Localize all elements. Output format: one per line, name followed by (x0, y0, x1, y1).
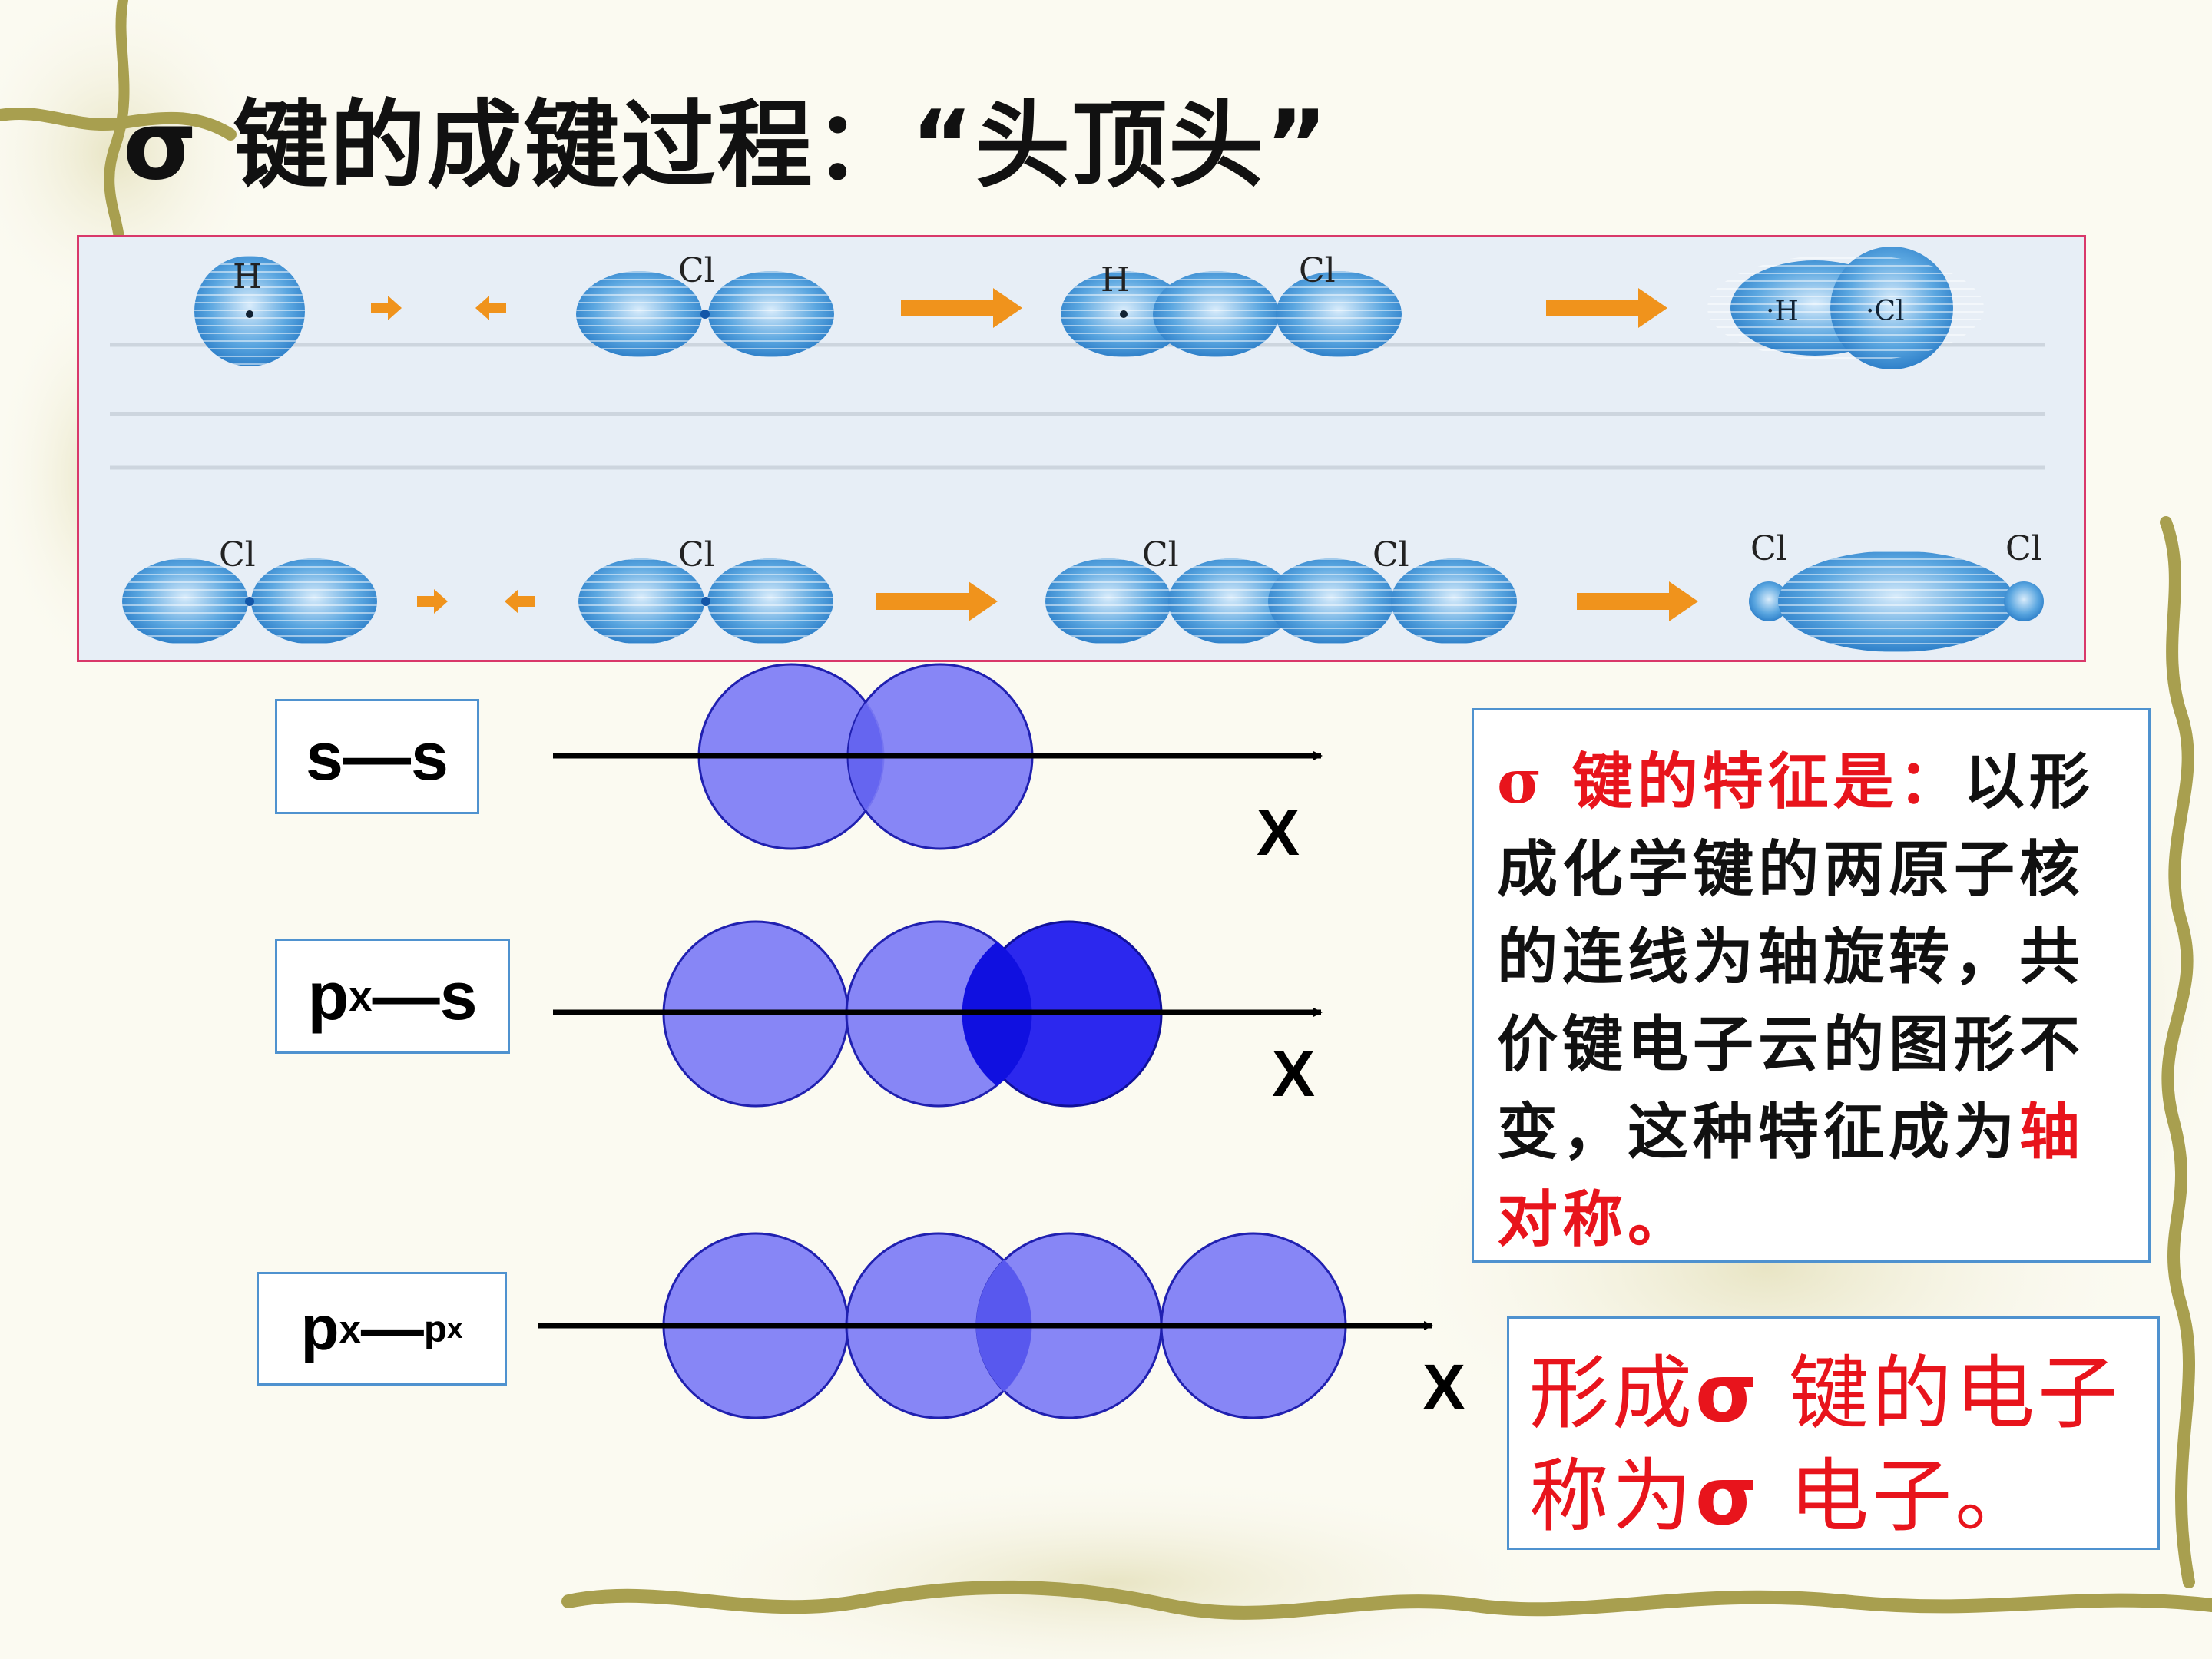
orbital-subscript: x (339, 1306, 361, 1351)
characteristic-end: 。 (1628, 1184, 1693, 1255)
orbital-symbol: s (411, 718, 449, 794)
sigma-electron-note-box: 形成σ 键的电子 称为σ 电子。 (1507, 1316, 2160, 1550)
characteristic-highlight: 轴对称 (1497, 1096, 2085, 1255)
bond-dash: — (343, 718, 411, 794)
orbital-symbol: p (307, 958, 349, 1034)
x-axis-label: X (1422, 1351, 1466, 1423)
label-s-s: s—s (275, 699, 479, 814)
orbital-subscript: x (446, 1313, 463, 1344)
h-cl-overlap-orbital (1061, 271, 1402, 357)
orbital-symbol: s (306, 718, 343, 794)
atom-label-cl: Cl (678, 535, 715, 575)
note-text: 称为 (1529, 1449, 1696, 1543)
atom-label-h: H (1101, 260, 1130, 300)
atom-label-cl: Cl (1373, 535, 1409, 575)
note-text: 键的电子 (1760, 1346, 2121, 1440)
note-text: 电子。 (1760, 1449, 2038, 1543)
atom-label-cl: Cl (678, 251, 715, 290)
orbital-subscript: x (349, 972, 373, 1020)
note-text: 形成 (1529, 1346, 1696, 1440)
bond-dash: — (372, 958, 440, 1034)
atom-label-cl: Cl (219, 535, 256, 575)
note-line-1: 形成σ 键的电子 (1529, 1342, 2142, 1445)
orbital-symbol: p (300, 1293, 339, 1363)
atom-label-cl: Cl (1142, 535, 1179, 575)
atom-label-cl: Cl (1299, 251, 1336, 290)
atom-label-cl: Cl (2005, 529, 2042, 568)
hcl-molecule-orbital (1707, 247, 1984, 369)
characteristic-lead: σ 键的特征是： (1497, 746, 1964, 817)
cl-p-orbital (122, 558, 377, 644)
x-axis-label: X (1257, 796, 1300, 869)
orbital-symbol: s (439, 958, 478, 1034)
bond-dash: — (360, 1293, 424, 1363)
bond-formation-figure: H Cl H Cl ·H ·Cl Cl Cl Cl Cl Cl Cl (77, 235, 2086, 662)
sigma-bond-characteristic-box: σ 键的特征是：以形成化学键的两原子核的连线为轴旋转，共价键电子云的图形不变，这… (1472, 708, 2151, 1263)
characteristic-body: 以形成化学键的两原子核的连线为轴旋转，共价键电子云的图形不变，这种特征成为 (1497, 746, 2094, 1167)
cl-p-orbital (578, 558, 833, 644)
atom-label-cl: ·Cl (1866, 296, 1905, 327)
cl-p-orbital (576, 271, 834, 357)
sigma-symbol: σ (1695, 1346, 1761, 1440)
atom-label-cl: Cl (1750, 529, 1787, 568)
x-axis-label: X (1272, 1038, 1316, 1110)
bond-formation-diagram: H Cl H Cl ·H ·Cl Cl Cl Cl Cl Cl Cl (110, 247, 2045, 652)
orbital-symbol: p (423, 1307, 447, 1350)
cl2-molecule-orbital (1749, 551, 2044, 652)
atom-label-h: H (233, 257, 262, 296)
sigma-symbol: σ (1695, 1449, 1761, 1543)
atom-label-h: ·H (1766, 296, 1799, 327)
h-atom-orbital (194, 256, 305, 366)
note-line-2: 称为σ 电子。 (1529, 1445, 2142, 1548)
slide-title: σ 键的成键过程：“头顶头” (123, 91, 1330, 201)
